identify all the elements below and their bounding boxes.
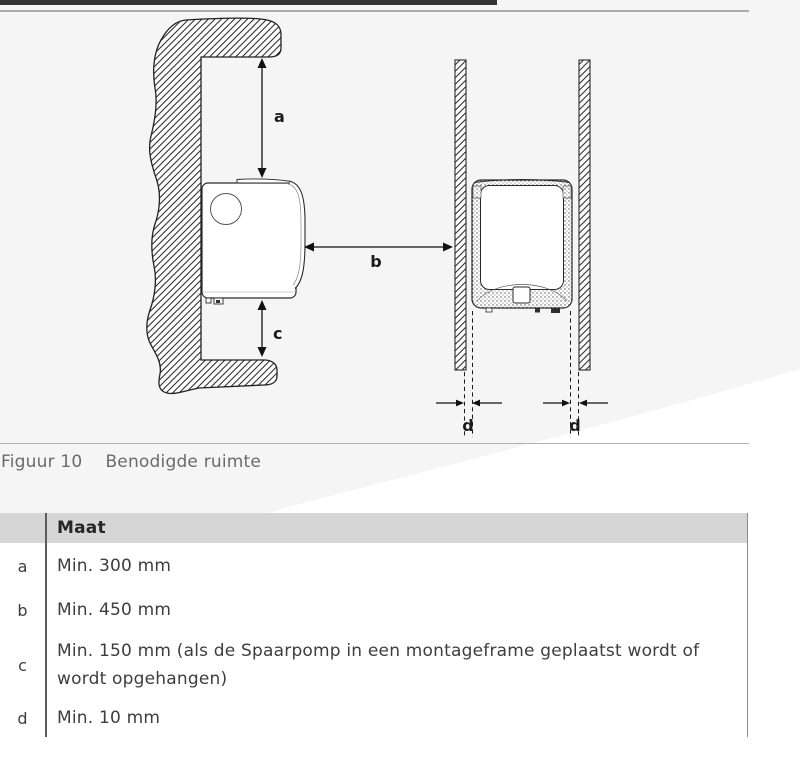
dimension-arrows-d-left — [436, 399, 502, 407]
row-value: Min. 150 mm (als de Spaarpomp in een mon… — [57, 641, 700, 689]
row-value: Min. 10 mm — [57, 708, 161, 728]
table-row: a Min. 300 mm — [0, 543, 748, 589]
dimension-label-d-left: d — [462, 416, 473, 435]
table-header-maat: Maat — [57, 518, 106, 538]
dimension-label-b: b — [370, 252, 381, 271]
dimension-label-c: c — [273, 324, 282, 343]
dimension-arrow-c — [257, 300, 267, 357]
row-key: c — [18, 655, 27, 675]
figure-caption: Figuur 10 Benodigde ruimte — [1, 452, 261, 472]
table-row: c Min. 150 mm (als de Spaarpomp in een m… — [0, 631, 748, 699]
clearance-diagram: a c b — [146, 17, 608, 437]
figure-caption-title: Benodigde ruimte — [105, 452, 262, 472]
gap-dashed-lines — [464, 311, 579, 437]
table-column-divider — [45, 513, 47, 737]
fan-port — [210, 193, 242, 225]
dimension-arrow-b — [304, 242, 453, 252]
row-value: Min. 300 mm — [57, 556, 172, 576]
dimension-label-a: a — [274, 107, 285, 126]
row-key: d — [17, 708, 28, 728]
figure-caption-label: Figuur 10 — [1, 452, 83, 472]
device-lid — [236, 178, 295, 184]
row-key: b — [17, 600, 28, 620]
table-body: a Min. 300 mm b Min. 450 mm c Min. 150 m… — [0, 543, 748, 737]
row-key: a — [17, 556, 28, 576]
table-row: b Min. 450 mm — [0, 589, 748, 631]
table-row: d Min. 10 mm — [0, 699, 748, 737]
dimension-label-d-right: d — [569, 416, 580, 435]
dimensions-table: Maat a Min. 300 mm b Min. 450 mm c Min. … — [0, 513, 748, 737]
wall-cutaway-side — [146, 17, 282, 395]
row-value: Min. 450 mm — [57, 600, 172, 620]
top-accent-bar — [0, 0, 497, 5]
table-header-row: Maat — [0, 513, 748, 543]
dimension-arrows-d-right — [543, 399, 608, 407]
wall-right-front — [578, 59, 591, 371]
spaarpomp-side-view — [201, 178, 306, 305]
wall-left-front — [454, 59, 467, 371]
caption-divider-rule — [0, 443, 749, 445]
dimension-arrow-a — [257, 58, 267, 178]
top-divider-rule — [0, 10, 749, 12]
table-right-border — [746, 513, 748, 737]
spaarpomp-front-view — [471, 179, 573, 313]
drain-cover — [512, 286, 531, 304]
